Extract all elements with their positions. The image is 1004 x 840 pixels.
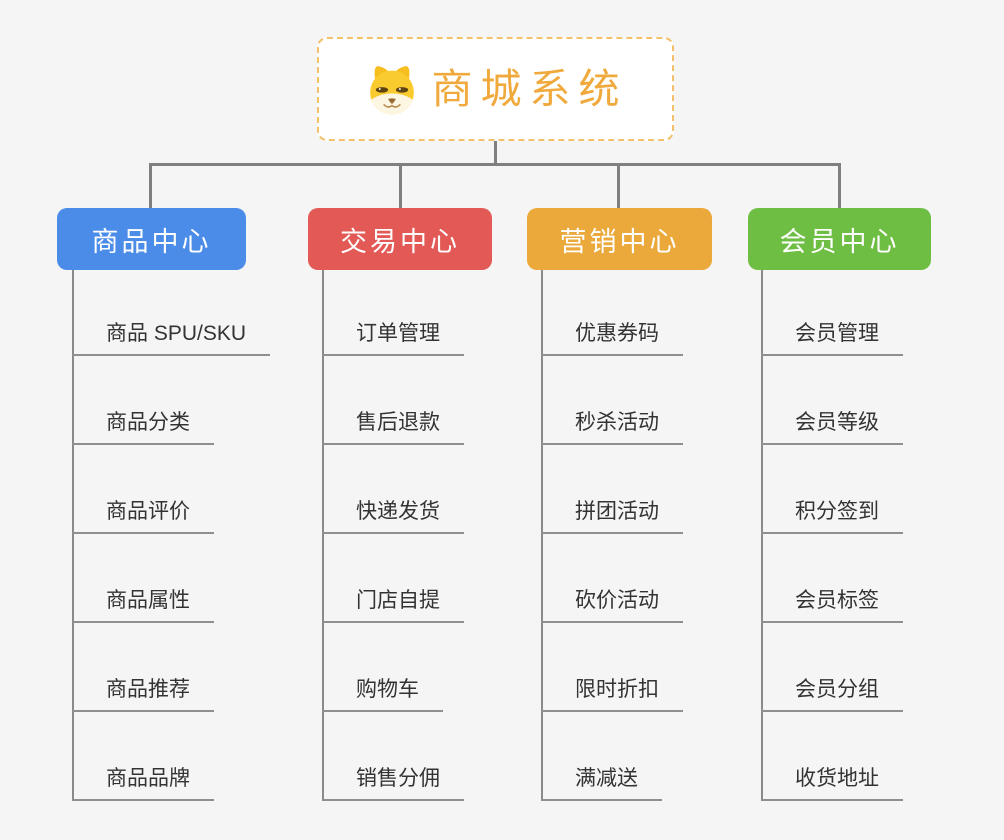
child-topic[interactable]: 商品 SPU/SKU — [72, 320, 271, 356]
connector-drop-product — [149, 163, 152, 208]
connector-trunk-product — [72, 270, 74, 801]
child-topic[interactable]: 销售分佣 — [322, 765, 464, 801]
connector-drop-marketing — [617, 163, 620, 208]
connector-drop-member — [838, 163, 841, 208]
child-topic[interactable]: 砍价活动 — [541, 587, 683, 623]
child-topic[interactable]: 会员分组 — [761, 676, 903, 712]
branch-label: 营销中心 — [559, 226, 680, 257]
child-topic[interactable]: 订单管理 — [322, 320, 464, 356]
connector-trunk-trade — [322, 270, 324, 801]
branch-label: 交易中心 — [340, 226, 460, 257]
child-topic[interactable]: 优惠券码 — [541, 320, 683, 356]
child-topic[interactable]: 会员等级 — [761, 409, 903, 445]
connector-drop-trade — [399, 163, 402, 208]
child-topic[interactable]: 秒杀活动 — [541, 409, 683, 445]
child-topic[interactable]: 商品属性 — [72, 587, 214, 623]
branch-label: 商品中心 — [91, 226, 212, 257]
child-topic[interactable]: 商品品牌 — [72, 765, 214, 801]
branch-topic-trade-center[interactable]: 交易中心 — [308, 208, 492, 270]
child-topic[interactable]: 会员标签 — [761, 587, 903, 623]
branch-topic-member-center[interactable]: 会员中心 — [748, 208, 931, 270]
root-topic[interactable]: 商城系统 — [317, 37, 674, 141]
root-label: 商城系统 — [431, 65, 628, 112]
child-topic[interactable]: 商品分类 — [72, 409, 214, 445]
child-topic[interactable]: 购物车 — [322, 676, 443, 712]
connector-trunk-marketing — [541, 270, 543, 801]
child-topic[interactable]: 门店自提 — [322, 587, 464, 623]
child-topic[interactable]: 收货地址 — [761, 765, 903, 801]
child-topic[interactable]: 积分签到 — [761, 498, 903, 534]
child-topic[interactable]: 拼团活动 — [541, 498, 683, 534]
child-topic[interactable]: 商品推荐 — [72, 676, 214, 712]
child-topic[interactable]: 快递发货 — [322, 498, 464, 534]
connector-rail — [149, 163, 841, 166]
branch-topic-marketing-center[interactable]: 营销中心 — [527, 208, 712, 270]
connector-trunk-member — [761, 270, 763, 801]
child-topic[interactable]: 商品评价 — [72, 498, 214, 534]
branch-label: 会员中心 — [779, 226, 900, 257]
child-topic[interactable]: 售后退款 — [322, 409, 464, 445]
child-topic[interactable]: 会员管理 — [761, 320, 903, 356]
branch-topic-product-center[interactable]: 商品中心 — [57, 208, 246, 270]
child-topic[interactable]: 满减送 — [541, 765, 662, 801]
connector-root-stem — [494, 141, 497, 164]
doge-icon — [364, 61, 420, 117]
child-topic[interactable]: 限时折扣 — [541, 676, 683, 712]
